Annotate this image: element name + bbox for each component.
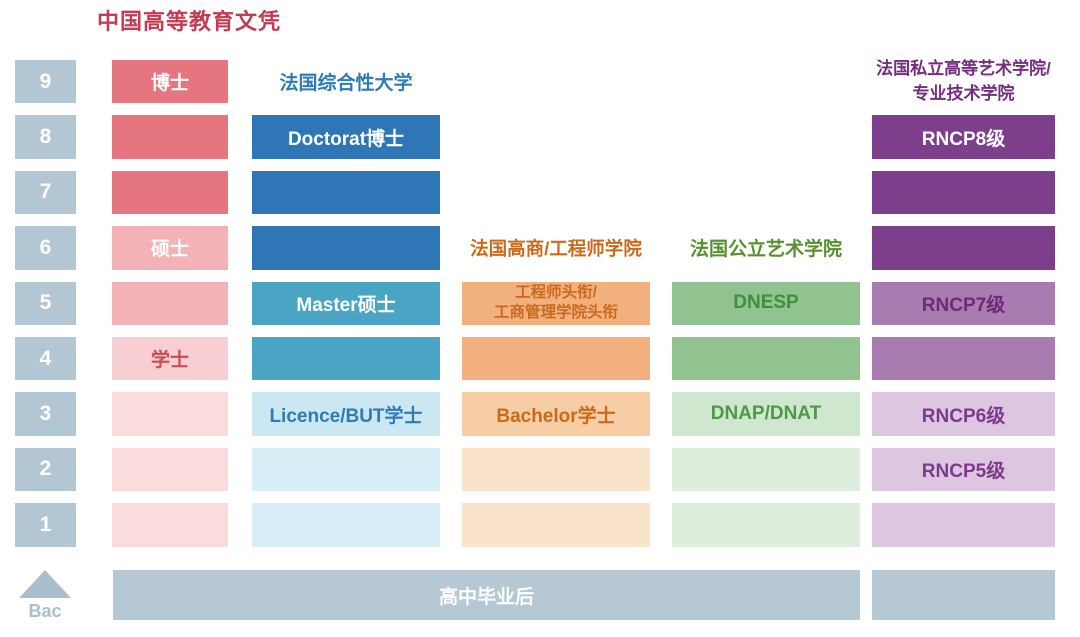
level-4-box: 4 xyxy=(15,336,76,381)
level-5-box: 5 xyxy=(15,281,76,325)
china-l1-cell xyxy=(112,503,228,547)
grande-ecole-l4-cell xyxy=(462,336,650,381)
bac-label: Bac xyxy=(28,601,62,621)
level-8-box: 8 xyxy=(15,115,76,159)
level-6-box: 6 xyxy=(15,226,76,270)
bac-up-arrow-icon xyxy=(19,570,71,598)
public-art-l4-cell xyxy=(672,336,860,381)
university-l5-cell: Master硕士 xyxy=(252,281,440,325)
footer-bar: 高中毕业后 xyxy=(113,570,860,620)
level-3-box: 3 xyxy=(15,392,76,436)
public-art-l3-cell: DNAP/DNAT xyxy=(672,392,860,436)
private-art-l1-cell xyxy=(872,503,1055,547)
grande-ecole-l5-cell: 工程师头衔/ 工商管理学院头衔 xyxy=(462,281,650,325)
university-l1-cell xyxy=(252,503,440,547)
footer-bar-private-art-segment xyxy=(872,570,1055,620)
university-l8-cell: Doctorat博士 xyxy=(252,115,440,159)
private-art-l8-cell: RNCP8级 xyxy=(872,115,1055,159)
public-art-l5-cell: DNESP xyxy=(672,281,860,325)
public-art-l1-cell xyxy=(672,503,860,547)
china-l9-cell: 博士 xyxy=(112,60,228,104)
private-art-l5-cell: RNCP7级 xyxy=(872,281,1055,325)
levels-grid: 9 8 7 6 5 4 3 2 1 博士 硕士 学士 法国综合性大学 Docto… xyxy=(15,59,1055,547)
private-art-l7-cell xyxy=(872,170,1055,215)
china-l4-cell: 学士 xyxy=(112,336,228,381)
grande-ecole-l3-cell: Bachelor学士 xyxy=(462,392,650,436)
private-art-l4-cell xyxy=(872,336,1055,381)
public-art-l2-cell xyxy=(672,447,860,492)
level-9-box: 9 xyxy=(15,60,76,104)
private-art-l3-cell: RNCP6级 xyxy=(872,392,1055,436)
footer-label: 高中毕业后 xyxy=(438,586,534,608)
level-7-box: 7 xyxy=(15,170,76,215)
diagram-title: 中国高等教育文凭 xyxy=(97,9,282,34)
university-l3-cell: Licence/BUT学士 xyxy=(252,392,440,436)
china-l6-cell: 硕士 xyxy=(112,226,228,270)
china-l7-cell xyxy=(112,170,228,215)
university-l7-cell xyxy=(252,170,440,215)
china-l5-cell xyxy=(112,281,228,325)
private-art-l6-cell xyxy=(872,226,1055,270)
china-l2-cell xyxy=(112,447,228,492)
grande-ecole-column-header: 法国高商/工程师学院 xyxy=(470,237,642,259)
level-2-box: 2 xyxy=(15,447,76,492)
grande-ecole-l2-cell xyxy=(462,447,650,492)
university-column-header: 法国综合性大学 xyxy=(279,73,413,95)
grande-ecole-l1-cell xyxy=(462,503,650,547)
china-l3-cell xyxy=(112,392,228,436)
private-art-column-header: 法国私立高等艺术学院/ 专业技术学院 xyxy=(876,59,1051,103)
public-art-column-header: 法国公立艺术学院 xyxy=(689,239,842,261)
level-1-box: 1 xyxy=(15,503,76,547)
university-l6-cell xyxy=(252,226,440,270)
private-art-l2-cell: RNCP5级 xyxy=(872,447,1055,492)
university-l4-cell xyxy=(252,336,440,381)
china-l8-cell xyxy=(112,115,228,159)
university-l2-cell xyxy=(252,447,440,492)
